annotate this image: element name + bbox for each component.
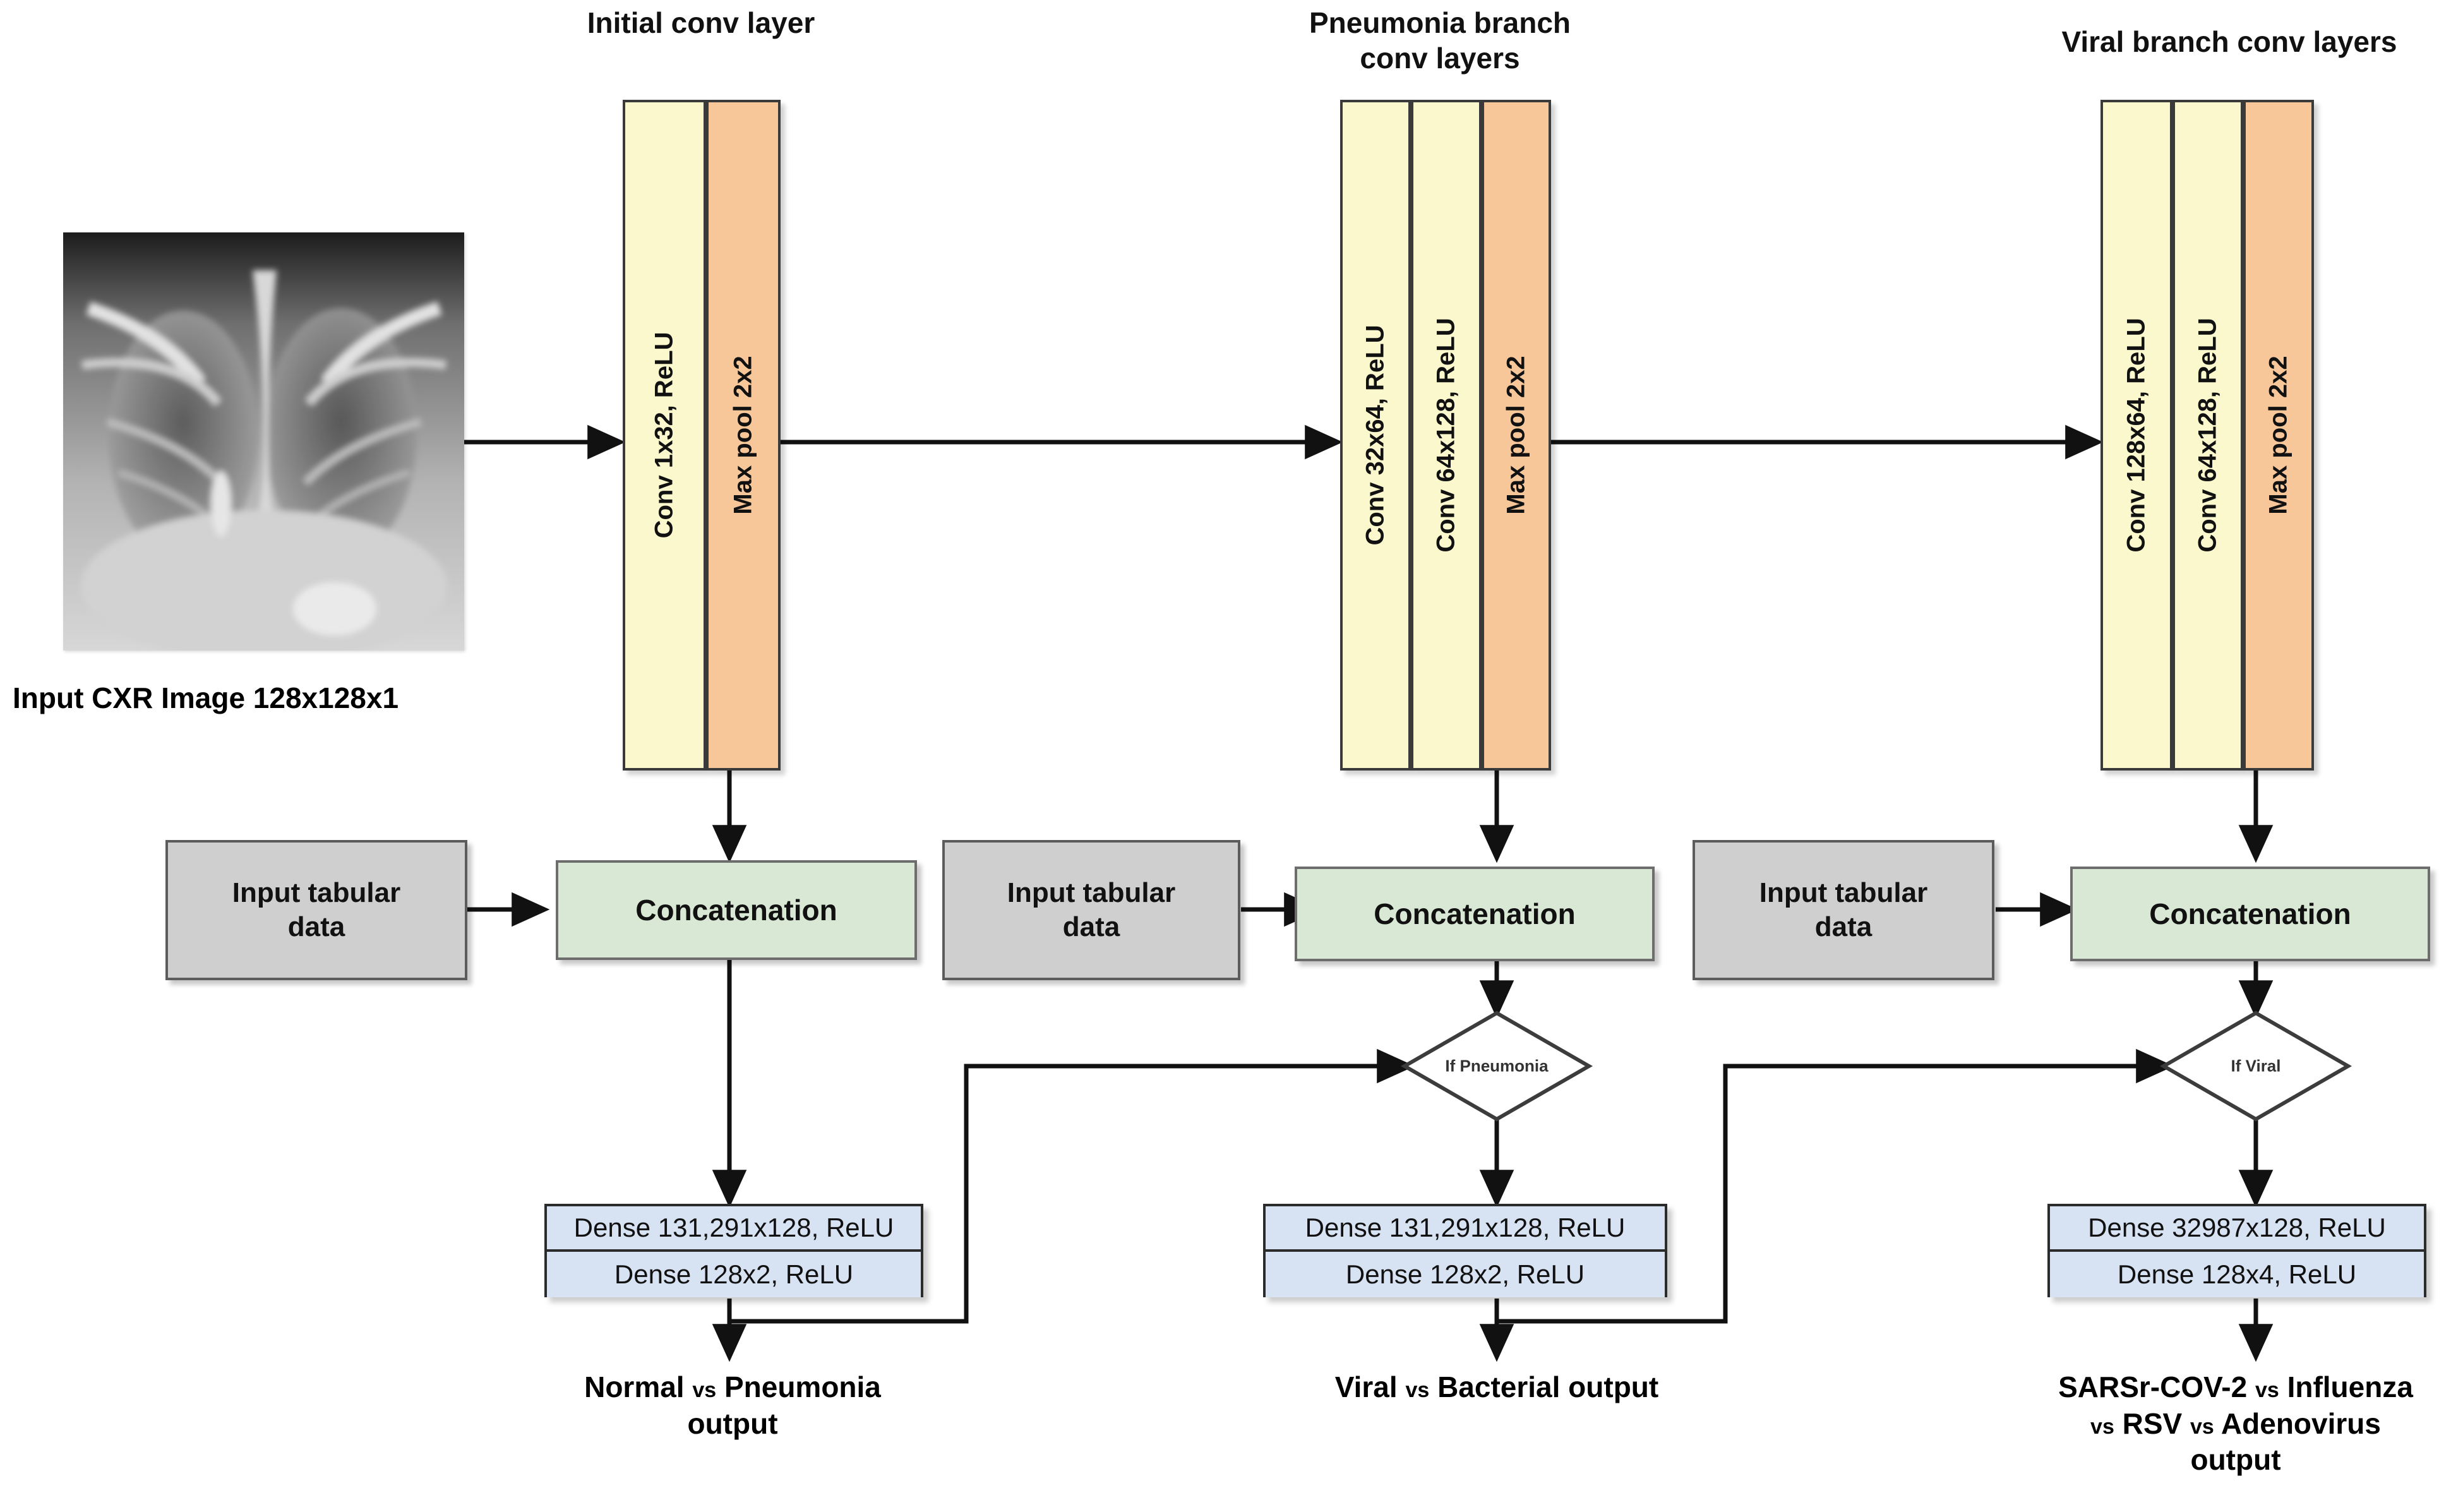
dense-stack-3: Dense 32987x128, ReLU Dense 128x4, ReLU (2047, 1204, 2426, 1297)
concatenation-box-2-label: Concatenation (1374, 897, 1576, 930)
conv-bar-pneumonia-1: Conv 32x64, ReLU (1340, 100, 1411, 771)
output-3-class-b: Influenza (2287, 1371, 2413, 1403)
conv-bar-viral-1: Conv 128x64, ReLU (2100, 100, 2172, 771)
input-tabular-data-2: Input tabular data (942, 840, 1240, 980)
input-tabular-data-1-line2: data (287, 911, 345, 942)
concatenation-box-3: Concatenation (2070, 867, 2430, 961)
input-cxr-caption: Input CXR Image 128x128x1 (13, 681, 399, 714)
output-1-vs: vs (692, 1378, 717, 1402)
output-1-class-a: Normal (584, 1371, 685, 1403)
header-pneumonia-line2: conv layers (1360, 42, 1520, 75)
pool-bar-pneumonia: Max pool 2x2 (1482, 100, 1551, 771)
input-tabular-data-1: Input tabular data (165, 840, 467, 980)
output-3-class-d: Adenovirus (2220, 1407, 2381, 1440)
output-3-vs-2: vs (2090, 1414, 2114, 1439)
concatenation-box-1: Concatenation (556, 860, 917, 960)
conv-bar-viral-2: Conv 64x128, ReLU (2172, 100, 2243, 771)
dense-stack-2: Dense 131,291x128, ReLU Dense 128x2, ReL… (1263, 1204, 1667, 1297)
input-tabular-data-3-line1: Input tabular (1759, 877, 1928, 909)
output-1-class-b: Pneumonia (724, 1371, 881, 1403)
decision-if-viral: If Viral (2159, 1011, 2352, 1122)
output-1-suffix: output (687, 1407, 778, 1440)
conv-bar-initial: Conv 1x32, ReLU (623, 100, 706, 771)
input-tabular-data-2-line2: data (1062, 911, 1120, 942)
header-viral-branch: Viral branch conv layers (1996, 24, 2463, 59)
decision-if-pneumonia-label: If Pneumonia (1445, 1056, 1549, 1076)
dense-stack-3-row-2: Dense 128x4, ReLU (2050, 1252, 2424, 1297)
output-label-2: Viral vs Bacterial output (1257, 1369, 1737, 1406)
pool-bar-viral-label: Max pool 2x2 (2264, 356, 2292, 515)
concatenation-box-2: Concatenation (1295, 867, 1655, 961)
output-3-suffix: output (2190, 1443, 2281, 1476)
input-cxr-image (63, 232, 464, 651)
input-tabular-data-3: Input tabular data (1693, 840, 1994, 980)
input-tabular-data-2-line1: Input tabular (1007, 877, 1176, 909)
output-3-class-a: SARSr-COV-2 (2058, 1371, 2248, 1403)
header-pneumonia-line1: Pneumonia branch (1309, 6, 1571, 39)
output-label-1: Normal vs Pneumonia output (515, 1369, 950, 1442)
pool-bar-viral: Max pool 2x2 (2243, 100, 2314, 771)
output-label-3: SARSr-COV-2 vs Influenza vs RSV vs Adeno… (2008, 1369, 2463, 1479)
conv-bar-initial-label: Conv 1x32, ReLU (650, 332, 678, 539)
header-initial-conv: Initial conv layer (568, 5, 834, 40)
header-viral-label: Viral branch conv layers (2061, 25, 2397, 58)
output-3-vs-1: vs (2255, 1378, 2279, 1402)
conv-bar-viral-2-label: Conv 64x128, ReLU (2193, 318, 2222, 553)
decision-if-pneumonia: If Pneumonia (1400, 1011, 1593, 1122)
dense-stack-1: Dense 131,291x128, ReLU Dense 128x2, ReL… (544, 1204, 923, 1297)
decision-if-viral-label: If Viral (2231, 1056, 2281, 1076)
concatenation-box-1-label: Concatenation (635, 894, 837, 927)
dense-stack-1-row-2: Dense 128x2, ReLU (547, 1252, 921, 1297)
output-2-class-a: Viral (1334, 1371, 1398, 1403)
dense-stack-2-row-2: Dense 128x2, ReLU (1266, 1252, 1665, 1297)
pool-bar-initial: Max pool 2x2 (706, 100, 781, 771)
output-2-class-b: Bacterial output (1437, 1371, 1659, 1403)
conv-bar-pneumonia-2-label: Conv 64x128, ReLU (1432, 318, 1460, 553)
conv-bar-viral-1-label: Conv 128x64, ReLU (2122, 318, 2150, 553)
output-2-vs: vs (1405, 1378, 1430, 1402)
dense-stack-2-row-1: Dense 131,291x128, ReLU (1266, 1206, 1665, 1252)
conv-bar-pneumonia-1-label: Conv 32x64, ReLU (1361, 325, 1389, 546)
input-tabular-data-3-line2: data (1814, 911, 1873, 942)
pool-bar-initial-label: Max pool 2x2 (729, 356, 757, 515)
conv-bar-pneumonia-2: Conv 64x128, ReLU (1411, 100, 1482, 771)
pool-bar-pneumonia-label: Max pool 2x2 (1502, 356, 1530, 515)
header-initial-conv-label: Initial conv layer (587, 6, 815, 39)
output-3-vs-3: vs (2190, 1414, 2214, 1439)
dense-stack-3-row-1: Dense 32987x128, ReLU (2050, 1206, 2424, 1252)
input-tabular-data-1-line1: Input tabular (232, 877, 401, 909)
dense-stack-1-row-1: Dense 131,291x128, ReLU (547, 1206, 921, 1252)
concatenation-box-3-label: Concatenation (2149, 897, 2351, 930)
header-pneumonia-branch: Pneumonia branch conv layers (1238, 5, 1642, 76)
output-3-class-c: RSV (2122, 1407, 2183, 1440)
